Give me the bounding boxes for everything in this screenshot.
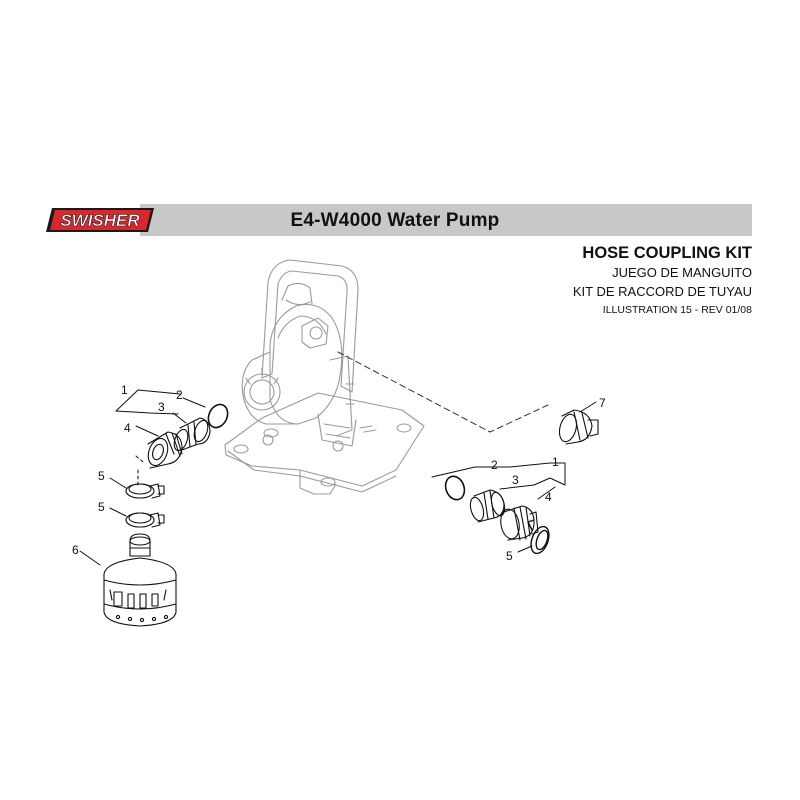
callout-1-right: 1 [552, 455, 559, 469]
logo-text: SWISHER [60, 211, 140, 230]
callout-2-left: 2 [176, 388, 183, 402]
illustration-revision: ILLUSTRATION 15 - REV 01/08 [602, 304, 752, 316]
callout-leader-5-upper [109, 477, 127, 489]
hose-nipple-left [173, 417, 211, 452]
callout-5-lower: 5 [98, 500, 105, 514]
hose-clamp-lower [125, 512, 165, 528]
callout-1-left: 1 [121, 383, 128, 397]
suction-strainer [103, 533, 177, 627]
callout-5-upper: 5 [98, 469, 105, 483]
coupling-nut-right [500, 505, 539, 541]
header-bar [140, 204, 752, 236]
kit-title: HOSE COUPLING KIT [582, 244, 752, 262]
swisher-logo: SWISHER [46, 208, 154, 232]
drain-plug [558, 409, 599, 445]
left-guide-dashes [135, 455, 144, 487]
callout-4-left: 4 [124, 421, 131, 435]
callout-6: 6 [72, 543, 79, 557]
left-callout-bracket [115, 389, 206, 437]
kit-title-spanish: JUEGO DE MANGUITO [612, 265, 752, 280]
dashed-leader-line [337, 351, 549, 433]
hose-clamp-right [527, 519, 550, 555]
callout-leader-5-lower [109, 507, 127, 517]
model-title: E4-W4000 Water Pump [290, 210, 500, 231]
right-callout-bracket [431, 462, 566, 500]
callout-leader-6 [79, 550, 101, 566]
callout-3-left: 3 [158, 400, 165, 414]
callout-leader-7 [579, 401, 597, 413]
kit-title-french: KIT DE RACCORD DE TUYAU [572, 284, 752, 299]
callout-leader-5-right [517, 545, 533, 553]
callout-2-right: 2 [491, 458, 498, 472]
callout-3-right: 3 [512, 473, 519, 487]
water-pump-body [224, 259, 425, 495]
coupling-nut-left [147, 431, 183, 469]
o-ring-right [444, 475, 466, 501]
o-ring-left [207, 403, 229, 429]
callout-5-right: 5 [506, 549, 513, 563]
hose-clamp-upper [125, 483, 165, 499]
callout-7: 7 [599, 396, 606, 410]
callout-4-right: 4 [545, 490, 552, 504]
